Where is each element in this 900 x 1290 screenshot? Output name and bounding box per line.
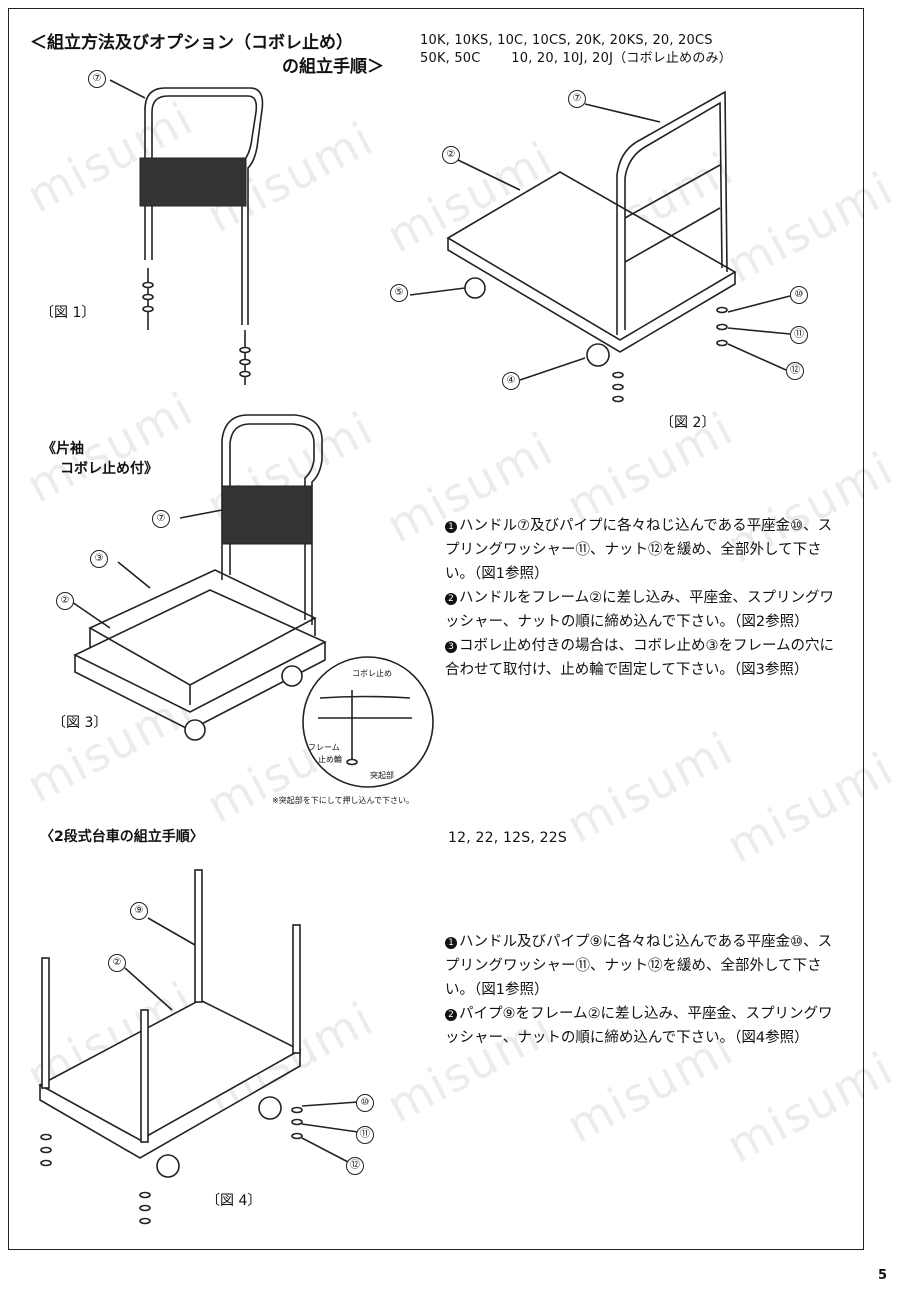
- callout-11-fig2: ⑪: [790, 326, 808, 344]
- callout-7-fig2: ⑦: [568, 90, 586, 108]
- model-list-line2: 50K, 50C 10, 20, 10J, 20J（コボレ止めのみ）: [420, 51, 732, 66]
- page-title-line2: の組立手順＞: [282, 57, 384, 77]
- callout-12-fig4: ⑫: [346, 1157, 364, 1175]
- section2-title: 〈2段式台車の組立手順〉: [40, 829, 204, 845]
- callout-10-fig4: ⑩: [356, 1094, 374, 1112]
- callout-10-fig2: ⑩: [790, 286, 808, 304]
- callout-5-fig2: ⑤: [390, 284, 408, 302]
- section2-models: 12, 22, 12S, 22S: [448, 830, 567, 846]
- callout-2-fig2: ②: [442, 146, 460, 164]
- detail-note: ※突起部を下にして押し込んで下さい。: [272, 796, 415, 805]
- detail-label-frame: フレーム: [308, 743, 340, 752]
- callout-12-fig2: ⑫: [786, 362, 804, 380]
- callout-2-fig3: ②: [56, 592, 74, 610]
- page-number: 5: [878, 1268, 888, 1283]
- handle-grip-band: [221, 485, 313, 545]
- detail-circle: [302, 656, 434, 788]
- callout-3-fig3: ③: [90, 550, 108, 568]
- handle-grip-band: [139, 157, 247, 207]
- side-label-line1: 《片袖: [42, 441, 84, 457]
- page-title-line1: ＜組立方法及びオプション（コボレ止め）: [30, 33, 353, 53]
- callout-11-fig4: ⑪: [356, 1126, 374, 1144]
- detail-label-ring: 止め輪: [318, 755, 342, 764]
- figure-2-label: 〔図 2〕: [660, 415, 716, 431]
- model-list-line1: 10K, 10KS, 10C, 10CS, 20K, 20KS, 20, 20C…: [420, 33, 713, 48]
- figure-4-label: 〔図 4〕: [206, 1193, 262, 1209]
- callout-4-fig2: ④: [502, 372, 520, 390]
- figure-1-label: 〔図 1〕: [40, 305, 96, 321]
- figure-3-label: 〔図 3〕: [52, 715, 108, 731]
- side-label-line2: コボレ止め付》: [60, 461, 158, 477]
- callout-2-fig4: ②: [108, 954, 126, 972]
- callout-9-fig4: ⑨: [130, 902, 148, 920]
- detail-label-tokki: 突起部: [370, 771, 394, 780]
- callout-7-fig3: ⑦: [152, 510, 170, 528]
- callout-7-fig1: ⑦: [88, 70, 106, 88]
- page-border: [8, 8, 864, 1250]
- detail-label-kobore: コボレ止め: [352, 669, 392, 678]
